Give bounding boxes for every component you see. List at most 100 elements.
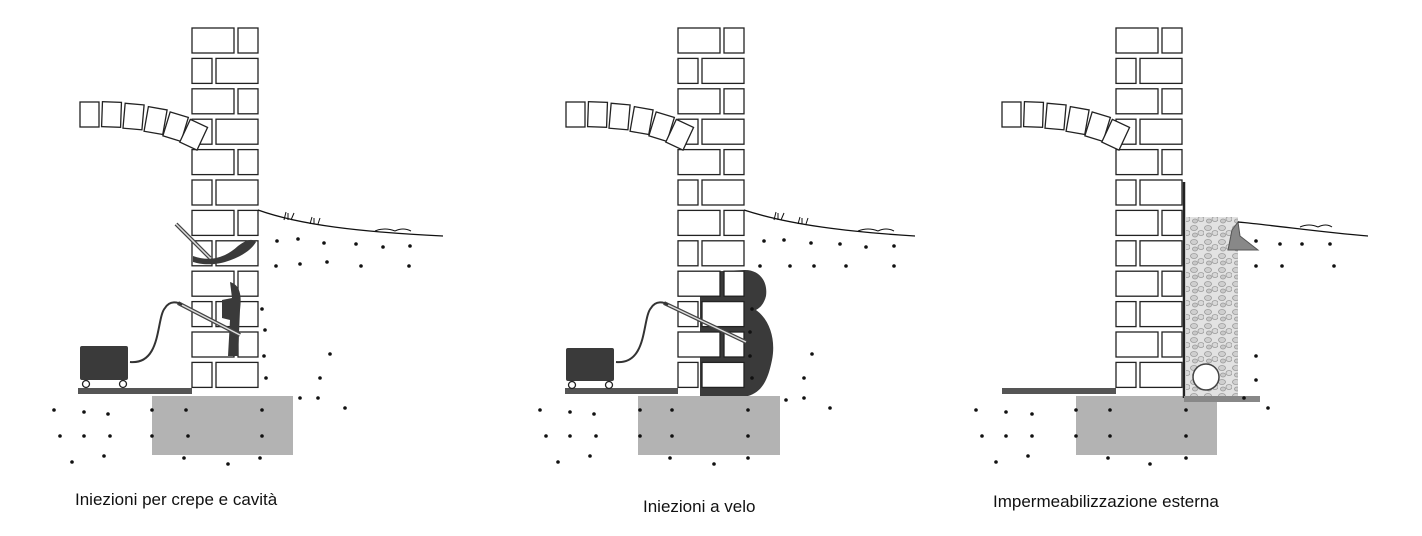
brick: [1115, 57, 1137, 85]
soil-dot: [1108, 434, 1112, 438]
soil-dot: [802, 396, 806, 400]
soil-dot: [260, 408, 264, 412]
soil-dot: [1332, 264, 1336, 268]
soil-particles: [538, 238, 896, 466]
soil-dot: [407, 264, 411, 268]
soil-dot: [82, 434, 86, 438]
soil-dot: [838, 242, 842, 246]
brick: [1161, 88, 1183, 115]
soil-dot: [538, 408, 542, 412]
arch-brick: [1100, 118, 1131, 151]
brick: [1161, 209, 1183, 237]
brick: [1115, 88, 1159, 115]
soil-dot: [762, 239, 766, 243]
brick: [1161, 331, 1183, 358]
brick: [1139, 57, 1183, 85]
ground-line: [257, 209, 444, 237]
soil-dot: [328, 352, 332, 356]
soil-dot: [82, 410, 86, 414]
brick: [723, 27, 745, 54]
soil-dot: [809, 241, 813, 245]
arch-brick: [608, 102, 631, 131]
soil-dot: [1106, 456, 1110, 460]
brick: [191, 361, 213, 389]
brick: [1115, 270, 1159, 297]
brick: [237, 331, 259, 358]
arch-brick: [664, 118, 695, 151]
brick: [215, 361, 259, 389]
brick: [701, 179, 745, 206]
brick-wall: [677, 27, 745, 389]
soil-dot: [750, 376, 754, 380]
soil-dot: [592, 412, 596, 416]
brick: [1139, 179, 1183, 206]
soil-dot: [892, 264, 896, 268]
ground-line: [743, 209, 916, 237]
brick: [1115, 209, 1159, 237]
brick: [723, 209, 745, 237]
soil-dot: [568, 410, 572, 414]
soil-dot: [748, 330, 752, 334]
soil-particles: [974, 239, 1336, 466]
soil-dot: [788, 264, 792, 268]
injection-hose: [129, 301, 183, 364]
soil-dot: [750, 307, 754, 311]
foundation: [638, 396, 780, 455]
brick: [191, 57, 213, 85]
crack-injection: [193, 239, 256, 265]
soil-dot: [58, 434, 62, 438]
arch-brick: [143, 105, 168, 136]
soil-dot: [1242, 396, 1246, 400]
brick: [723, 270, 745, 297]
brick: [191, 148, 235, 176]
soil-dot: [150, 434, 154, 438]
soil-dot: [1254, 239, 1258, 243]
brick: [237, 88, 259, 115]
brick-wall: [1115, 27, 1183, 389]
brick-arch: [79, 101, 209, 151]
brick: [1115, 300, 1137, 328]
soil-dot: [1184, 408, 1188, 412]
arch-brick: [178, 118, 209, 151]
soil-dot: [1004, 410, 1008, 414]
brick: [1115, 27, 1159, 54]
brick: [677, 209, 721, 237]
injection-lance-highlight: [177, 302, 241, 336]
brick: [1115, 179, 1137, 206]
soil-dot: [106, 412, 110, 416]
soil-dot: [226, 462, 230, 466]
caption-curtain-injection: Iniezioni a velo: [643, 497, 756, 516]
ground-line: [1237, 221, 1369, 237]
soil-dot: [568, 434, 572, 438]
grass-tuft-icon: [773, 211, 895, 232]
brick: [1161, 148, 1183, 176]
soil-dot: [1030, 412, 1034, 416]
soil-dot: [638, 434, 642, 438]
brick: [237, 148, 259, 176]
soil-dot: [1280, 264, 1284, 268]
soil-dot: [1148, 462, 1152, 466]
floor-slab: [1002, 388, 1116, 394]
flashing: [1227, 220, 1260, 251]
soil-dot: [810, 352, 814, 356]
soil-dot: [408, 244, 412, 248]
soil-dot: [298, 396, 302, 400]
brick: [1115, 240, 1137, 267]
soil-dot: [275, 239, 279, 243]
cavity-injection: [222, 282, 241, 356]
brick: [237, 209, 259, 237]
brick: [1139, 240, 1183, 267]
soil-dot: [1300, 242, 1304, 246]
brick: [723, 148, 745, 176]
drain-pipe-icon: [1192, 363, 1220, 391]
soil-dot: [1328, 242, 1332, 246]
soil-dot: [668, 456, 672, 460]
arch-brick: [629, 105, 654, 136]
soil-dot: [322, 241, 326, 245]
soil-dot: [262, 354, 266, 358]
soil-dot: [712, 462, 716, 466]
soil-dot: [70, 460, 74, 464]
soil-dot: [318, 376, 322, 380]
brick: [677, 57, 699, 85]
